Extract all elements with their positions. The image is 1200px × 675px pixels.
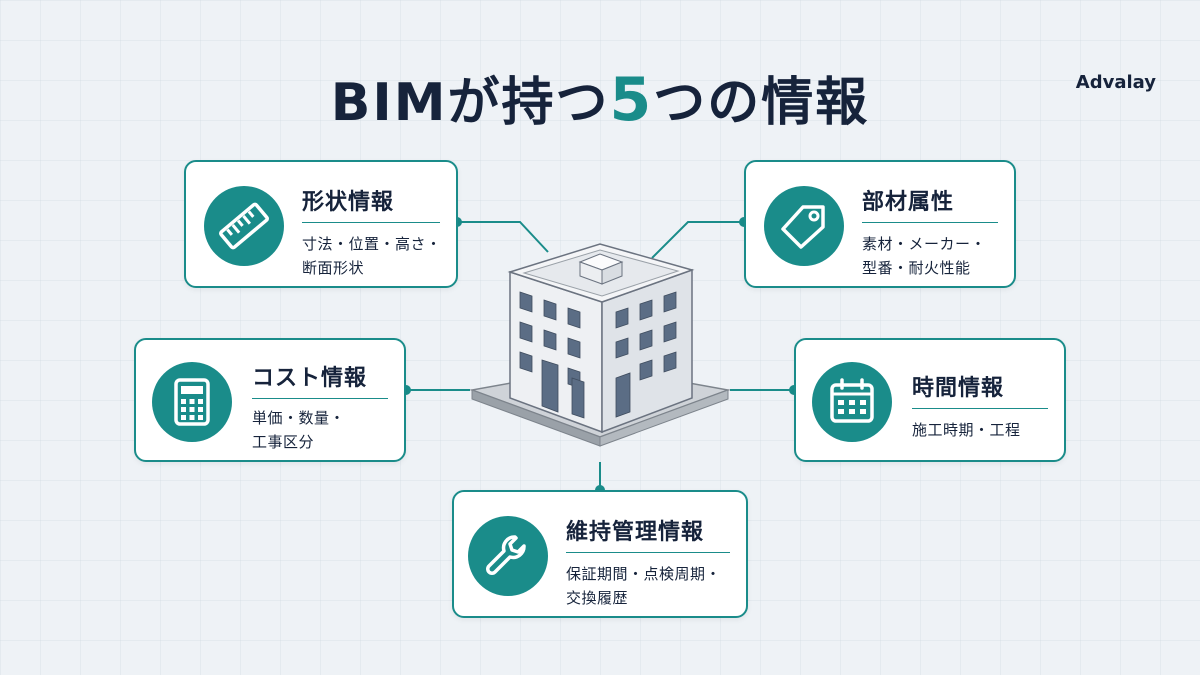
connector-shape: [457, 221, 549, 253]
building-icon: [470, 243, 730, 447]
title-prefix: BIMが持つ: [330, 73, 610, 133]
card-divider: [862, 222, 998, 223]
calendar-icon: [812, 362, 892, 442]
ruler-icon: [204, 186, 284, 266]
card-divider: [302, 222, 440, 223]
card-title: 部材属性: [862, 190, 955, 215]
card-maintenance-info: 維持管理情報 保証期間・点検周期・ 交換履歴: [452, 490, 748, 618]
card-description: 単価・数量・ 工事区分: [252, 409, 346, 451]
wrench-icon: [468, 516, 548, 596]
card-divider: [566, 552, 730, 553]
card-description: 寸法・位置・高さ・ 断面形状: [302, 235, 442, 277]
card-shape-info: 形状情報 寸法・位置・高さ・ 断面形状: [184, 160, 458, 288]
card-time-info: 時間情報 施工時期・工程: [794, 338, 1066, 462]
card-description: 保証期間・点検周期・ 交換履歴: [566, 565, 722, 607]
card-title: 維持管理情報: [566, 520, 705, 545]
tag-icon: [764, 186, 844, 266]
card-title: 形状情報: [302, 190, 395, 215]
card-divider: [252, 398, 388, 399]
card-divider: [912, 408, 1048, 409]
card-cost-info: コスト情報 単価・数量・ 工事区分: [134, 338, 406, 462]
card-material-attributes: 部材属性 素材・メーカー・ 型番・耐火性能: [744, 160, 1016, 288]
page-title: BIMが持つ5つの情報: [0, 60, 1200, 135]
card-description: 素材・メーカー・ 型番・耐火性能: [862, 235, 987, 277]
title-suffix: つの情報: [653, 73, 870, 133]
connector-attributes: [651, 221, 744, 259]
title-number: 5: [609, 65, 654, 135]
calculator-icon: [152, 362, 232, 442]
card-title: コスト情報: [252, 366, 368, 391]
card-description: 施工時期・工程: [912, 421, 1021, 439]
brand-logo: Advalay: [1075, 72, 1156, 93]
card-title: 時間情報: [912, 376, 1005, 401]
